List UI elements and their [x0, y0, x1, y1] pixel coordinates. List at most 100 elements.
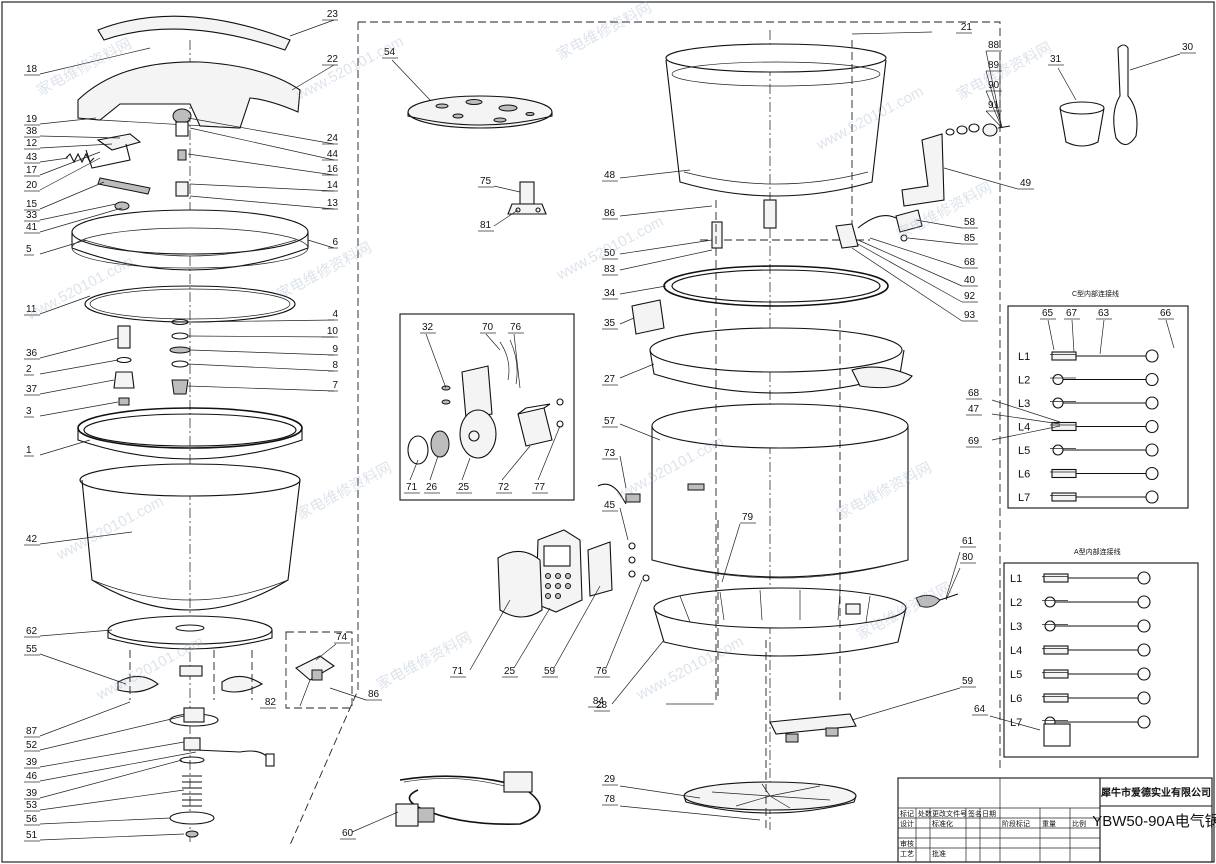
callout-number: 45 [604, 500, 616, 511]
callout-number: 74 [336, 632, 348, 643]
callout-34: 34 [602, 285, 667, 300]
callout-number: 39 [26, 757, 38, 768]
watermark-text: 家电维修资料网 [834, 459, 935, 523]
callout-6: 6 [307, 237, 338, 249]
leader-line [39, 117, 97, 125]
leader-line [985, 50, 1003, 129]
latch-bracket-part [96, 133, 142, 151]
leader-line [39, 401, 119, 417]
wire-row-label: L6 [1010, 693, 1022, 705]
callout-66: 66 [1158, 308, 1175, 349]
leader-line [619, 455, 627, 489]
callout-39: 39 [24, 759, 183, 800]
callout-8: 8 [187, 360, 338, 372]
callout-number: 56 [26, 814, 38, 825]
callout-number: 12 [26, 138, 38, 149]
wire-ring-terminal [1052, 397, 1064, 409]
title-block [897, 777, 1213, 863]
wiring-table-c-box [1007, 305, 1189, 509]
callout-46: 46 [24, 751, 197, 783]
callout-17: 17 [24, 151, 101, 177]
callout-22: 22 [291, 54, 338, 91]
leader-line [299, 679, 311, 707]
leader-line [1071, 319, 1075, 353]
callout-58: 58 [915, 217, 978, 229]
inner-pot-part [81, 479, 301, 611]
wiring-table-a [1003, 562, 1199, 758]
wire-ring-terminal [1145, 466, 1159, 481]
callout-38: 38 [24, 126, 121, 139]
wire-row-label: L4 [1018, 422, 1030, 434]
leader-line [189, 183, 335, 192]
leader-line [1165, 319, 1175, 349]
title-block-cell: 批准 [932, 849, 946, 858]
leader-line [39, 203, 117, 221]
callout-64: 64 [972, 704, 1041, 731]
callout-91: 91 [985, 100, 1003, 129]
callout-number: 41 [26, 222, 38, 233]
callout-20: 20 [24, 157, 101, 192]
leader-line [189, 349, 335, 356]
callout-number: 38 [26, 126, 38, 137]
watermark-text: 家电维修资料网 [374, 629, 475, 693]
callout-number: 17 [26, 165, 38, 176]
callout-number: 32 [422, 322, 434, 333]
callout-81: 81 [478, 209, 519, 232]
callout-number: 6 [332, 237, 338, 248]
callout-number: 90 [988, 80, 1000, 91]
callout-53: 53 [24, 789, 185, 812]
callout-18: 18 [24, 47, 151, 76]
callout-25: 25 [456, 457, 472, 494]
callout-69: 69 [966, 425, 1061, 448]
leader-line [1057, 67, 1077, 101]
callout-92: 92 [857, 243, 978, 303]
leader-line [1129, 53, 1181, 71]
callout-32: 32 [420, 322, 447, 389]
callout-number: 51 [26, 830, 38, 841]
wire-ring-terminal [1145, 349, 1159, 363]
callout-5: 5 [24, 239, 87, 256]
leader-line [605, 579, 643, 669]
leader-line [857, 239, 963, 287]
leader-line [289, 19, 335, 37]
wire-ring-terminal [1137, 571, 1151, 585]
watermark-text: www.520101.com [293, 33, 406, 104]
callout-68: 68 [869, 237, 978, 269]
callout-number: 60 [342, 828, 354, 839]
fuse-part [1043, 723, 1071, 747]
callout-42: 42 [24, 531, 133, 546]
control-panel-part [535, 529, 583, 613]
wire-ring-terminal [1145, 443, 1159, 457]
callout-number: 21 [961, 22, 973, 33]
wire-terminal [1043, 573, 1069, 583]
spring-part [65, 152, 95, 164]
rice-spoon-part [1113, 44, 1138, 146]
wiring-table-title: C型内部连接线 [1072, 289, 1119, 298]
wire-row-label: L3 [1010, 621, 1022, 633]
callout-number: 25 [504, 666, 516, 677]
callout-48: 48 [602, 169, 691, 182]
callout-number: 37 [26, 384, 38, 395]
callout-number: 5 [26, 244, 32, 255]
leader-line [619, 205, 713, 217]
leader-line [189, 195, 335, 210]
wire-row-label: L4 [1010, 645, 1022, 657]
callout-number: 64 [974, 704, 986, 715]
callout-1: 1 [24, 439, 91, 457]
leader-line [39, 653, 127, 685]
callout-number: 65 [1042, 308, 1054, 319]
leader-line [619, 249, 713, 271]
callout-number: 93 [964, 310, 976, 321]
callout-47: 47 [966, 404, 1061, 425]
leader-line [985, 110, 1003, 129]
wire-terminal [1051, 351, 1077, 361]
leader-line [619, 317, 635, 325]
callout-14: 14 [189, 180, 338, 192]
callout-59: 59 [542, 585, 601, 678]
leader-line [553, 585, 601, 669]
title-block-cell: 日期 [982, 810, 996, 818]
wire-ring-terminal [1137, 667, 1151, 681]
leader-line [39, 157, 69, 163]
callout-number: 9 [332, 344, 338, 355]
